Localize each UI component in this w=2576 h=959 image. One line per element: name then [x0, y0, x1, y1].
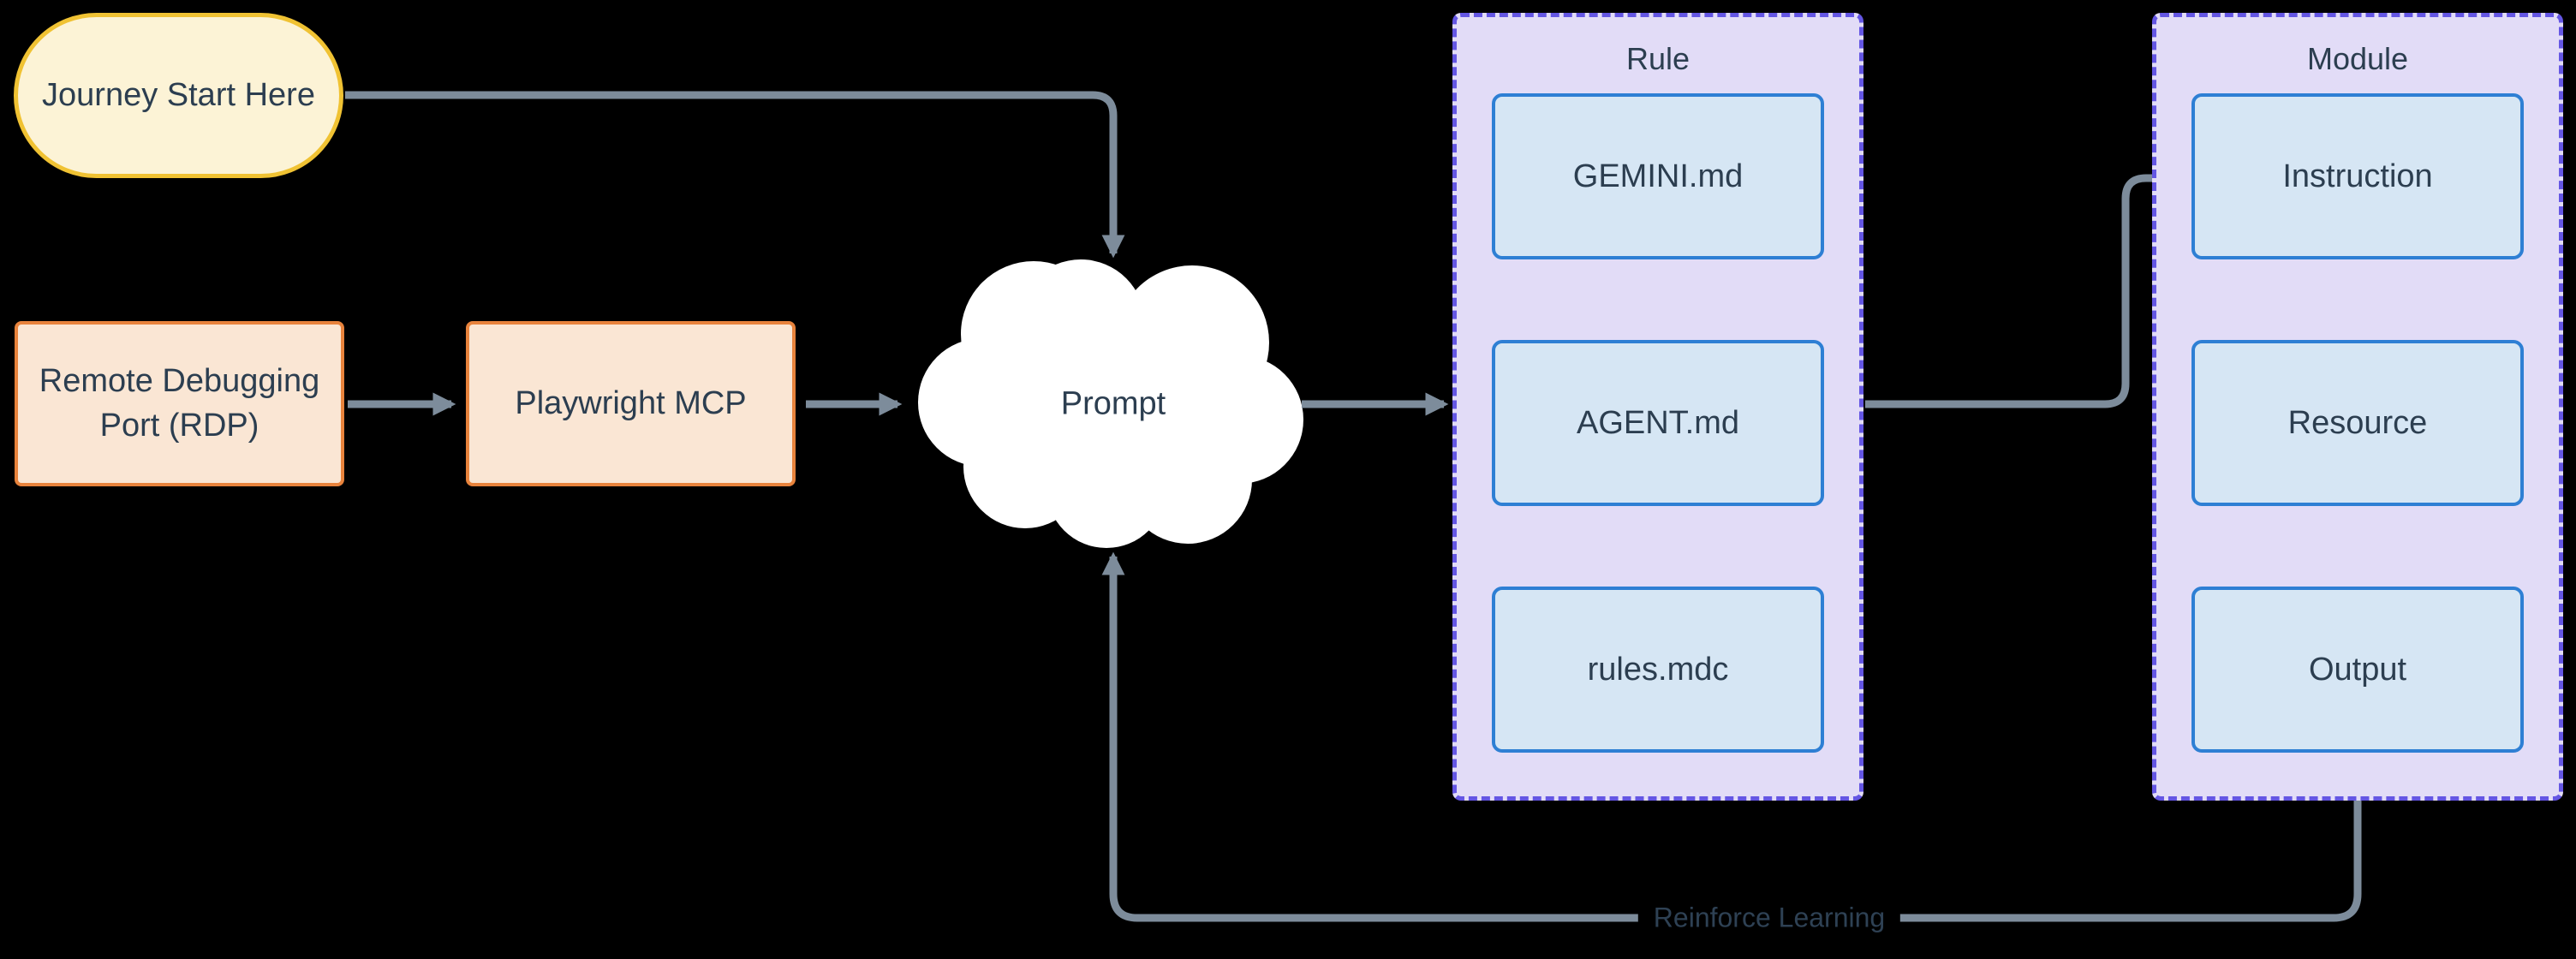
node-remote-debugging-port-label: Remote Debugging Port (RDP): [39, 363, 320, 444]
rule-item-gemini-md-label: GEMINI.md: [1572, 158, 1744, 194]
edge-label-reinforce-learning: Reinforce Learning: [1637, 900, 1901, 936]
group-module-title: Module: [2306, 41, 2409, 76]
rule-item-gemini-md: GEMINI.md: [1492, 93, 1824, 259]
edge-rule-to-instruction: [1865, 166, 2182, 408]
edge-start-to-prompt: [345, 91, 1125, 259]
rule-item-rules-mdc-label: rules.mdc: [1587, 651, 1729, 688]
rule-item-rules-mdc: rules.mdc: [1492, 587, 1824, 753]
node-playwright-mcp: Playwright MCP: [466, 321, 796, 486]
group-module: Module Instruction Resource Output: [2152, 13, 2563, 801]
prompt-cloud-shape: [918, 259, 1303, 548]
node-journey-start: Journey Start Here: [14, 13, 343, 178]
node-playwright-mcp-label: Playwright MCP: [515, 384, 747, 421]
node-remote-debugging-port: Remote Debugging Port (RDP): [15, 321, 344, 486]
module-item-resource: Resource: [2191, 340, 2524, 506]
rule-item-agent-md-label: AGENT.md: [1576, 404, 1740, 441]
node-journey-start-label: Journey Start Here: [42, 76, 315, 113]
rule-item-agent-md: AGENT.md: [1492, 340, 1824, 506]
group-rule: Rule GEMINI.md AGENT.md rules.mdc: [1452, 13, 1863, 801]
group-rule-title: Rule: [1625, 41, 1690, 76]
module-item-instruction-label: Instruction: [2282, 158, 2433, 194]
module-item-output-label: Output: [2308, 651, 2407, 688]
node-prompt-cloud-label: Prompt: [1060, 385, 1166, 422]
module-item-resource-label: Resource: [2287, 404, 2428, 441]
module-item-output: Output: [2191, 587, 2524, 753]
module-item-instruction: Instruction: [2191, 93, 2524, 259]
